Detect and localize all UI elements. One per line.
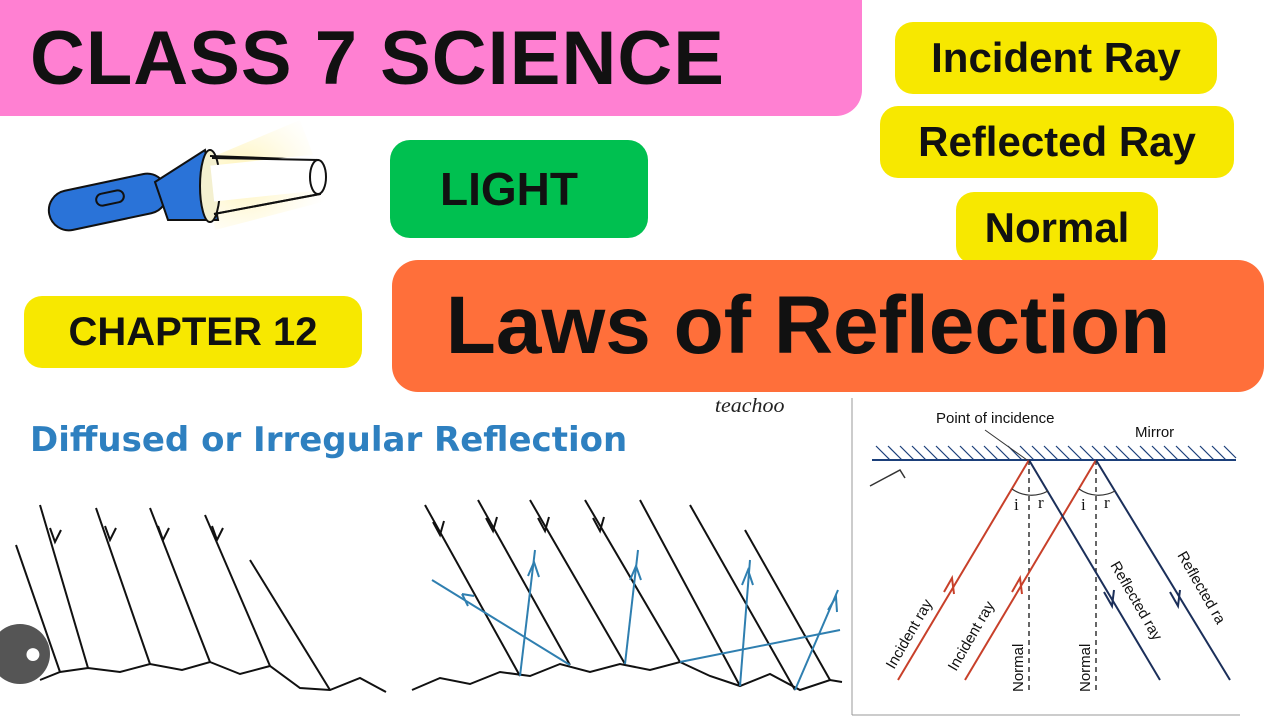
channel-avatar-icon[interactable]: ● — [0, 624, 50, 684]
incident-ray-tag: Incident Ray — [895, 22, 1217, 94]
flashlight-icon — [47, 120, 330, 232]
mirror-surface — [872, 445, 1237, 461]
normal-label-2: Normal — [1077, 644, 1094, 692]
chapter-tag: CHAPTER 12 — [24, 296, 362, 368]
light-tag: LIGHT — [390, 140, 648, 238]
class-title-banner: CLASS 7 SCIENCE — [0, 0, 862, 116]
reflected-ray-tag: Reflected Ray — [880, 106, 1234, 178]
reflection-law-diagram: Point of incidence Mirror i r i r Incide… — [851, 398, 1240, 716]
topic-title-banner: Laws of Reflection — [392, 260, 1264, 392]
reflected-ray-label-2: Reflected ra — [1174, 549, 1229, 628]
diffused-diagram-left — [15, 504, 387, 693]
angle-i-label-2: i — [1081, 495, 1086, 514]
diffused-diagram-right — [411, 499, 843, 692]
mirror-label: Mirror — [1135, 424, 1174, 441]
angle-r-label-2: r — [1104, 493, 1110, 512]
reflected-ray-label-1: Reflected ray — [1107, 559, 1166, 644]
angle-i-label-1: i — [1014, 495, 1019, 514]
point-of-incidence-label: Point of incidence — [936, 410, 1054, 427]
angle-r-label-1: r — [1038, 493, 1044, 512]
watermark-text: teachoo — [714, 395, 785, 417]
diffused-reflection-title: Diffused or Irregular Reflection — [30, 420, 628, 460]
normal-label-1: Normal — [1010, 644, 1027, 692]
normal-tag: Normal — [956, 192, 1158, 264]
